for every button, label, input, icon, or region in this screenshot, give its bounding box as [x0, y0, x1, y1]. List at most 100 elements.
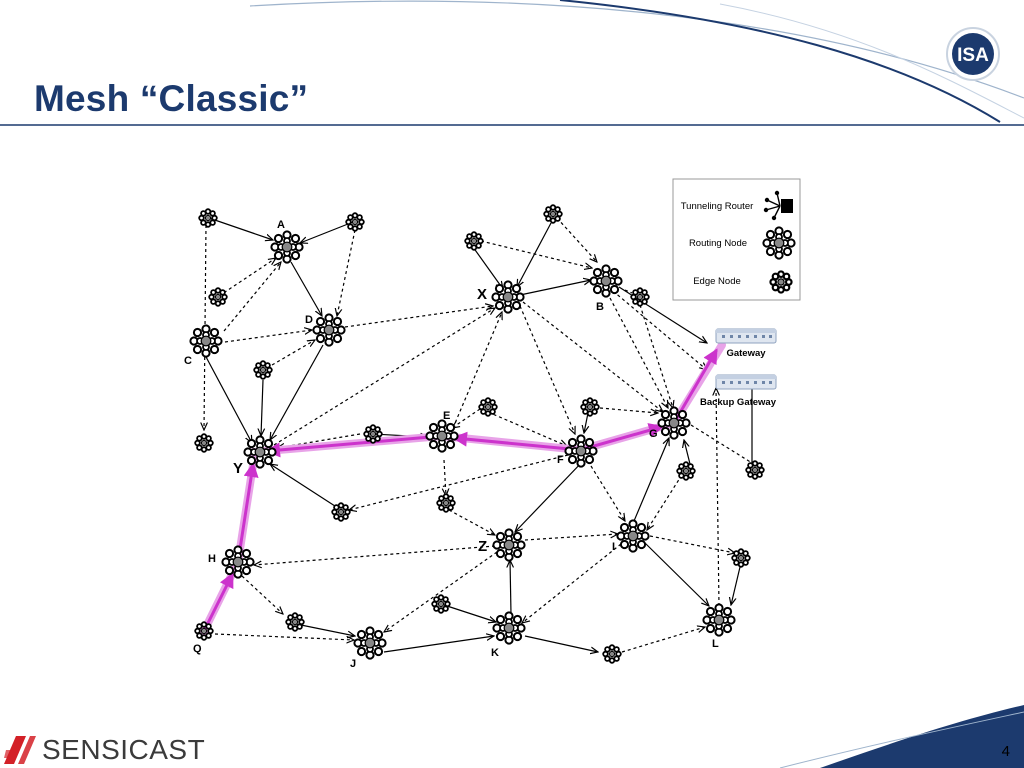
edge	[515, 459, 585, 532]
route-segment	[236, 462, 259, 564]
routing-node-icon	[762, 226, 796, 260]
edge-node	[253, 360, 273, 380]
edge	[519, 280, 591, 296]
edge	[510, 560, 511, 615]
edge-node	[198, 208, 218, 228]
edge	[690, 424, 753, 464]
edge	[633, 438, 669, 522]
edge	[270, 464, 339, 509]
edge-node	[731, 548, 751, 568]
edge	[487, 411, 567, 446]
slide-title: Mesh “Classic”	[34, 78, 309, 119]
routing-node-E	[425, 419, 459, 453]
routing-node-Y	[243, 435, 277, 469]
routing-nodes	[189, 230, 736, 660]
edge-node	[345, 212, 365, 232]
edge-node	[580, 397, 600, 417]
edge	[584, 412, 588, 433]
edge	[270, 344, 324, 440]
node-label-A: A	[277, 219, 285, 231]
edge	[612, 290, 707, 370]
routing-node-D	[312, 313, 346, 347]
edge	[241, 575, 283, 614]
edge	[223, 262, 281, 332]
edge	[621, 627, 705, 653]
routing-node-F	[564, 434, 598, 468]
sensicast-logo: SENSICAST	[4, 732, 205, 768]
edge	[443, 604, 496, 622]
node-label-Y: Y	[233, 460, 243, 477]
routing-node-C	[189, 324, 223, 358]
tunneling-router-icon	[763, 190, 793, 221]
node-label-F: F	[557, 454, 564, 466]
edge	[524, 635, 598, 652]
isa-logo-text: ISA	[957, 45, 989, 66]
edge-node	[331, 502, 351, 522]
edge	[649, 535, 735, 553]
edge-node	[464, 231, 484, 251]
edge	[639, 304, 673, 408]
edge	[254, 545, 496, 565]
edge	[384, 551, 498, 632]
highlighted-route	[200, 341, 726, 635]
routing-node-H	[221, 545, 255, 579]
routing-node-G	[657, 406, 691, 440]
edge	[522, 543, 622, 623]
edge	[644, 542, 709, 606]
isa-logo-icon: ISA	[946, 27, 1000, 81]
edge	[472, 246, 503, 289]
edge-node	[363, 424, 383, 444]
routing-node-B	[589, 264, 623, 298]
edge	[452, 312, 502, 429]
edge	[517, 222, 552, 287]
routing-node-Z	[492, 528, 526, 562]
edge-node-icon	[769, 270, 793, 294]
legend: Tunneling Router Routing Node Edge Node	[672, 178, 801, 301]
node-label-G: G	[649, 428, 658, 440]
edge	[524, 534, 618, 541]
edge	[556, 217, 597, 262]
edge-node	[285, 612, 305, 632]
node-label-X: X	[477, 286, 487, 303]
edge	[519, 305, 575, 434]
routing-node-J	[353, 626, 387, 660]
legend-edge-node-label: Edge Node	[693, 276, 741, 287]
sensicast-logo-icon	[4, 736, 36, 764]
edge	[452, 408, 481, 428]
edge-node	[745, 460, 765, 480]
legend-tunneling-router-label: Tunneling Router	[681, 201, 754, 212]
node-label-Z: Z	[478, 538, 487, 555]
edge	[647, 469, 686, 530]
edge	[349, 454, 569, 510]
routing-node-A	[270, 230, 304, 264]
node-label-Q: Q	[193, 643, 202, 655]
edge	[624, 289, 633, 294]
routing-node-L	[702, 603, 736, 637]
node-label-E: E	[443, 410, 450, 422]
node-label-K: K	[491, 647, 499, 659]
edge	[208, 217, 273, 240]
node-label-C: C	[184, 355, 192, 367]
edge	[522, 301, 663, 412]
node-label-D: D	[305, 314, 313, 326]
edge	[337, 229, 356, 316]
node-label-L: L	[712, 638, 719, 650]
edge	[684, 440, 691, 465]
edge	[731, 566, 741, 605]
node-label-B: B	[596, 301, 604, 313]
edge	[480, 240, 592, 268]
legend-routing-node-label: Routing Node	[689, 238, 747, 249]
node-labels: A D C X B E Y F G H Z I Q J K L	[184, 219, 719, 670]
edge-node	[630, 287, 650, 307]
edge-node	[208, 287, 228, 307]
edge	[218, 258, 276, 297]
edge	[383, 636, 494, 653]
backup-gateway-label: Backup Gateway	[700, 397, 777, 408]
edge-node	[194, 433, 214, 453]
node-label-I: I	[612, 541, 615, 553]
edge	[224, 330, 312, 343]
gateway-device-icon	[715, 328, 777, 344]
edge	[444, 459, 446, 496]
page-number: 4	[1001, 743, 1010, 760]
